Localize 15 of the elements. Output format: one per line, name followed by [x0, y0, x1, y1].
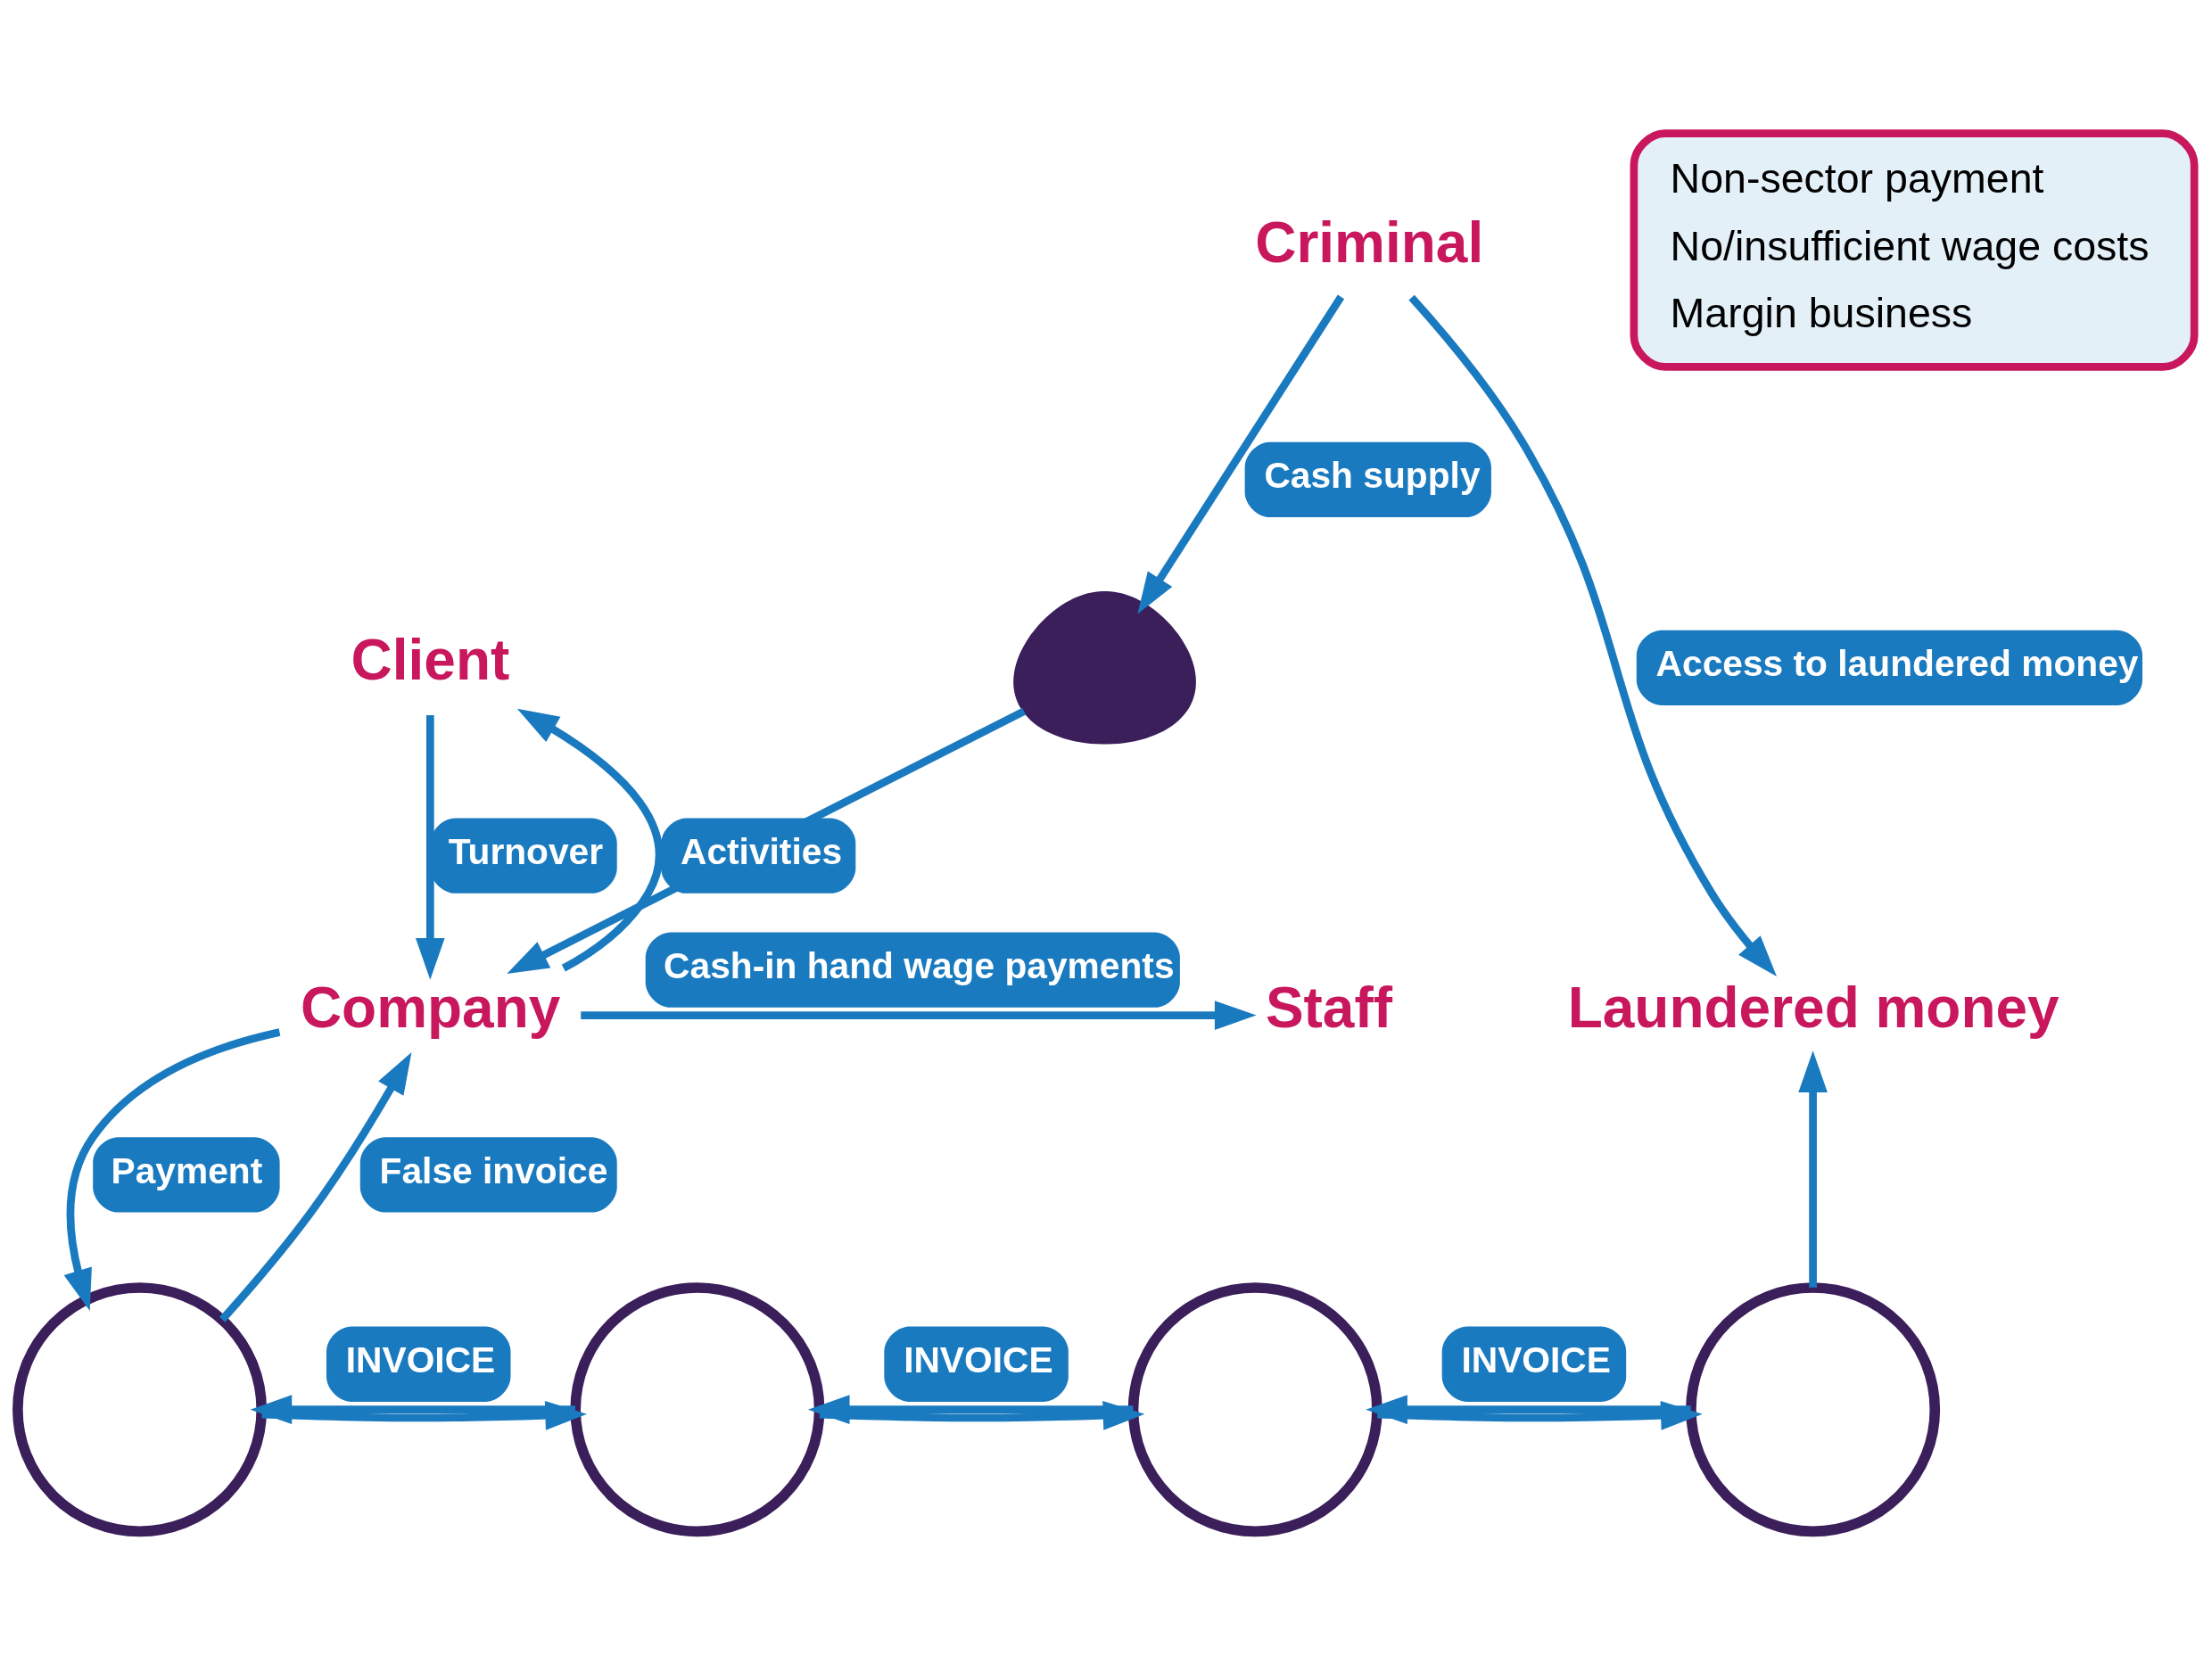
- node-text: Criminal: [1255, 210, 1484, 275]
- node-text: Client: [351, 627, 510, 692]
- edge-label: False invoice: [379, 1149, 608, 1191]
- node-text: Company: [300, 975, 561, 1040]
- edge-label: INVOICE: [345, 1339, 496, 1380]
- edge-label: Cash supply: [1264, 454, 1481, 496]
- node-text: Staff: [1265, 975, 1393, 1040]
- edge-label: INVOICE: [1461, 1339, 1611, 1380]
- edge-label: Access to laundered money: [1655, 642, 2139, 684]
- edge-label: Payment: [111, 1149, 263, 1191]
- edge-label: Activities: [680, 830, 843, 872]
- node-text: Laundered money: [1567, 975, 2059, 1040]
- edge-label: Turnover: [448, 830, 604, 872]
- edge-label: INVOICE: [904, 1339, 1053, 1380]
- edge-label: Cash-in hand wage payments: [664, 944, 1175, 986]
